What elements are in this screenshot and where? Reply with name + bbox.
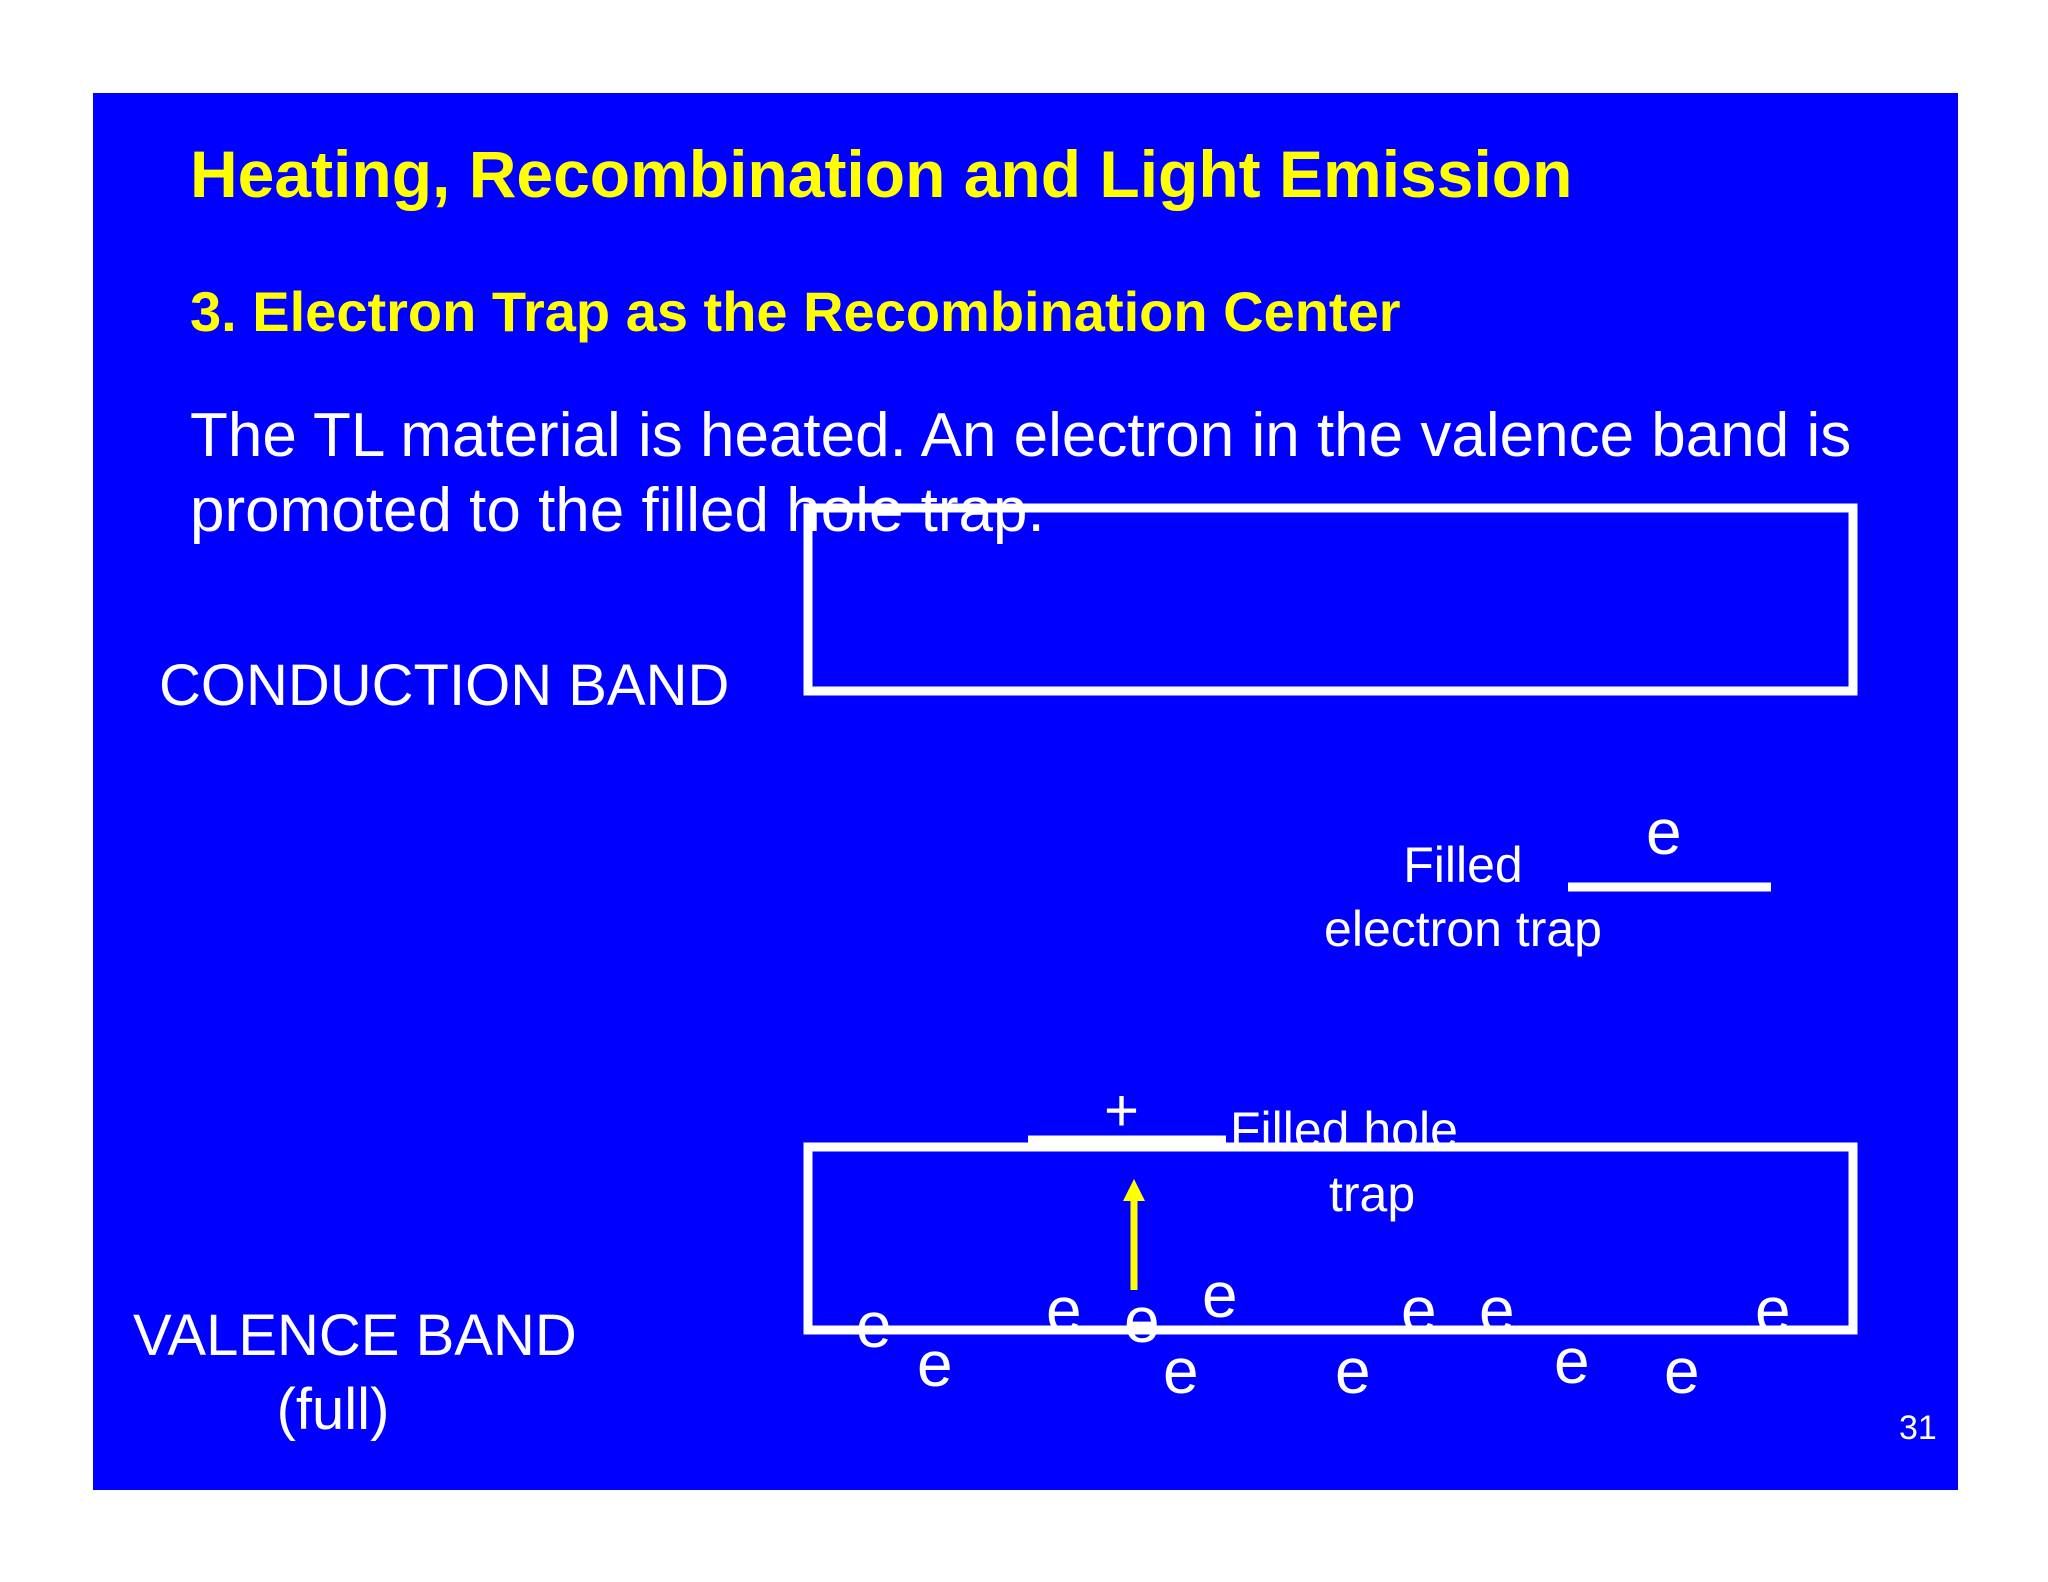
valence-electron: e <box>1755 1274 1791 1346</box>
hole-symbol: + <box>1104 1077 1140 1144</box>
valence-electron: e <box>1479 1274 1515 1346</box>
valence-band-label: VALENCE BAND <box>133 1303 577 1368</box>
valence-electron: e <box>1335 1335 1371 1407</box>
valence-electron: e <box>856 1289 892 1361</box>
valence-band-sublabel: (full) <box>276 1377 390 1442</box>
hole-trap-label-line2: trap <box>1329 1166 1416 1222</box>
valence-electron: e <box>1664 1335 1700 1407</box>
promotion-arrow-head <box>1123 1179 1145 1201</box>
valence-electron: e <box>1124 1284 1160 1356</box>
trapped-electron: e <box>1646 796 1682 868</box>
slide: Heating, Recombination and Light Emissio… <box>93 93 1958 1490</box>
slide-body-text: The TL material is heated. An electron i… <box>190 401 1852 545</box>
slide-title: Heating, Recombination and Light Emissio… <box>190 137 1573 211</box>
valence-electron: e <box>917 1328 953 1400</box>
valence-electron: e <box>1554 1325 1590 1397</box>
electron-trap-label-line1: Filled <box>1403 837 1523 893</box>
electron-trap-label-line2: electron trap <box>1324 901 1602 957</box>
conduction-band-box <box>803 503 1858 696</box>
valence-electron: e <box>1163 1335 1199 1407</box>
conduction-band-label: CONDUCTION BAND <box>159 653 730 718</box>
valence-electron: e <box>1202 1259 1238 1331</box>
slide-subtitle: 3. Electron Trap as the Recombination Ce… <box>190 280 1401 343</box>
valence-electron: e <box>1046 1274 1082 1346</box>
valence-electron: e <box>1401 1274 1437 1346</box>
valence-band-box <box>803 1142 1858 1335</box>
page-number: 31 <box>1899 1409 1937 1447</box>
band-diagram <box>803 503 1858 1335</box>
hole-trap-label-line1: Filled hole <box>1230 1102 1458 1158</box>
